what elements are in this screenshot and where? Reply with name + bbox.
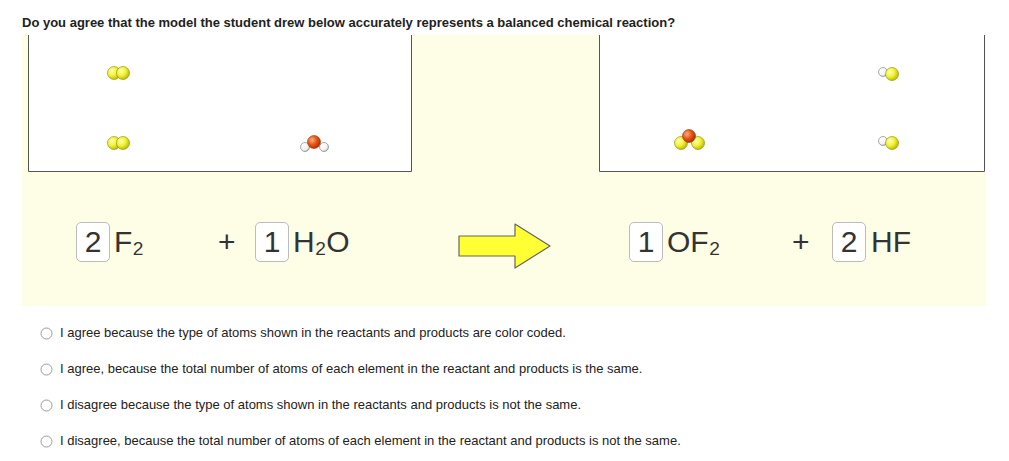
radio-button	[41, 436, 52, 447]
coefficient-number: 1	[264, 227, 281, 257]
plus-sign: +	[792, 224, 810, 260]
radio-button	[41, 328, 52, 339]
h2o-molecule	[301, 136, 329, 152]
question-title: Do you agree that the model the student …	[22, 15, 675, 30]
coefficient-box: 1	[629, 222, 663, 262]
coefficient-number: 2	[85, 227, 102, 257]
chemical-formula: H₂O	[293, 224, 350, 260]
radio-button	[41, 364, 52, 375]
answer-option: I agree because the type of atoms shown …	[60, 325, 566, 341]
answer-option: I disagree, because the total number of …	[60, 433, 681, 449]
chemical-formula: OF₂	[667, 224, 720, 260]
coefficient-box: 2	[76, 222, 110, 262]
answer-option: I agree, because the total number of ato…	[60, 361, 642, 377]
coefficient-number: 2	[841, 227, 858, 257]
equation-panel	[22, 35, 986, 306]
reactant-box	[28, 35, 412, 172]
coefficient-box: 1	[255, 222, 289, 262]
chemical-formula: HF	[871, 224, 911, 260]
f2-molecule	[108, 137, 130, 150]
hf-molecule	[879, 137, 899, 150]
coefficient-box: 2	[832, 222, 866, 262]
chemical-formula: F₂	[114, 224, 144, 260]
plus-sign: +	[218, 224, 236, 260]
radio-button	[41, 400, 52, 411]
f2-molecule	[108, 67, 130, 80]
product-box	[599, 35, 985, 172]
answer-option: I disagree because the type of atoms sho…	[60, 397, 581, 413]
hf-molecule	[879, 68, 899, 81]
reaction-arrow	[459, 224, 550, 268]
coefficient-number: 1	[638, 227, 655, 257]
of2-molecule	[675, 130, 705, 150]
